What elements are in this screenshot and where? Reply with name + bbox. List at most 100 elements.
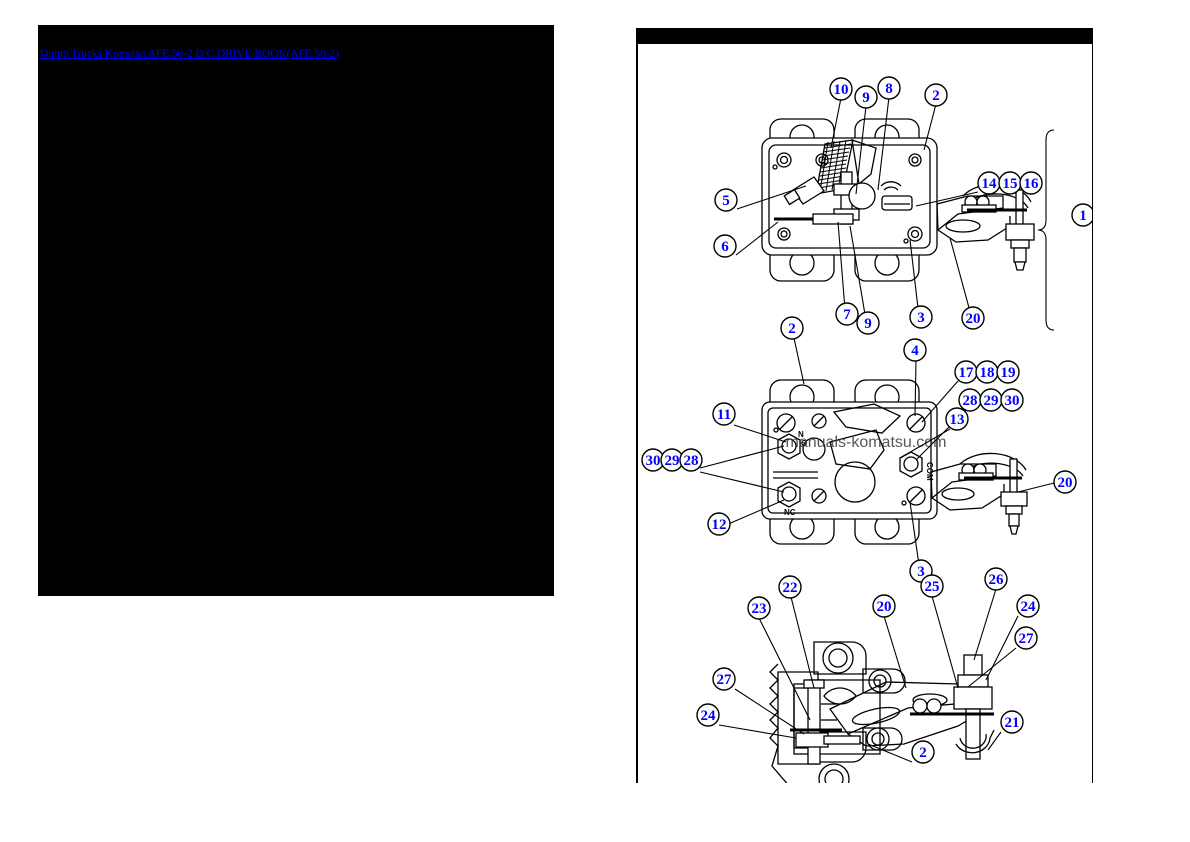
inner-lever-plate (772, 403, 901, 503)
svg-text:13: 13 (949, 412, 964, 428)
callout-13[interactable]: 13 (944, 407, 969, 431)
callout-10[interactable]: 10 (828, 77, 853, 101)
svg-text:N: N (798, 430, 804, 439)
actuator-lever (850, 139, 877, 186)
callout-18[interactable]: 18 (974, 360, 999, 384)
svg-text:2: 2 (788, 321, 796, 337)
svg-text:17: 17 (958, 365, 974, 381)
callout-19[interactable]: 19 (995, 360, 1020, 384)
svg-text:5: 5 (722, 193, 730, 209)
svg-text:7: 7 (843, 307, 851, 323)
bolt-assembly-mid (957, 452, 1028, 535)
svg-text:23: 23 (751, 601, 766, 617)
panel-top-bar (636, 28, 1093, 44)
svg-text:9: 9 (864, 316, 872, 332)
svg-text:3: 3 (917, 310, 925, 326)
group-bracket (1037, 129, 1054, 331)
callout-30a[interactable]: 30 (999, 388, 1024, 412)
terminal-pins-left (773, 176, 854, 225)
image-placeholder (38, 25, 554, 596)
callout-20c[interactable]: 20 (871, 594, 896, 618)
callout-6[interactable]: 6 (712, 234, 737, 258)
svg-text:19: 19 (1000, 365, 1015, 381)
svg-text:8: 8 (885, 81, 893, 97)
contact-block (880, 181, 913, 211)
mount-bosses (812, 641, 906, 783)
document-title-link[interactable]: Dump Trucks Komatsu AFE 50-2 D/C DRIVE B… (40, 48, 339, 60)
callout-balloons-bottom: 22 23 20 25 (695, 567, 1040, 764)
callout-9a[interactable]: 9 (853, 85, 878, 109)
callout-4[interactable]: 4 (902, 338, 927, 362)
callout-21[interactable]: 21 (999, 710, 1024, 734)
callout-24a[interactable]: 24 (1015, 594, 1040, 618)
svg-text:1: 1 (1079, 208, 1087, 224)
callout-26[interactable]: 26 (983, 567, 1008, 591)
callout-2c[interactable]: 2 (910, 740, 935, 764)
callout-7[interactable]: 7 (834, 302, 859, 326)
svg-text:NC: NC (784, 508, 796, 517)
callout-16[interactable]: 16 (1018, 171, 1043, 195)
callout-29a[interactable]: 29 (978, 388, 1003, 412)
callout-20a[interactable]: 20 (960, 306, 985, 330)
callout-28a[interactable]: 28 (957, 388, 982, 412)
svg-text:20: 20 (965, 311, 980, 327)
svg-text:10: 10 (833, 82, 848, 98)
callout-9b[interactable]: 9 (855, 311, 880, 335)
callout-27b[interactable]: 27 (711, 667, 736, 691)
svg-text:29: 29 (664, 453, 679, 469)
callout-28b[interactable]: 28 (678, 448, 703, 472)
svg-text:24: 24 (1020, 599, 1036, 615)
svg-text:12: 12 (711, 517, 726, 533)
callout-12[interactable]: 12 (706, 512, 731, 536)
svg-text:11: 11 (716, 407, 730, 423)
callout-23[interactable]: 23 (746, 596, 771, 620)
svg-text:27: 27 (1018, 631, 1034, 647)
callout-20b[interactable]: 20 (1052, 470, 1077, 494)
callout-2a[interactable]: 2 (923, 83, 948, 107)
bottom-view-group: 22 23 20 25 (695, 567, 1040, 783)
callout-balloons-mid: 2 4 17 18 19 (640, 316, 1077, 583)
callout-8[interactable]: 8 (876, 76, 901, 100)
svg-text:28: 28 (962, 393, 977, 409)
callout-25[interactable]: 25 (919, 574, 944, 598)
callout-5[interactable]: 5 (713, 188, 738, 212)
svg-text:18: 18 (979, 365, 994, 381)
callout-15[interactable]: 15 (997, 171, 1022, 195)
switch-body-mid-inner (766, 407, 932, 514)
svg-text:6: 6 (721, 239, 729, 255)
top-view-group: 10 9 8 2 5 (712, 76, 1092, 335)
svg-text:24: 24 (700, 708, 716, 724)
callout-2b[interactable]: 2 (779, 316, 804, 340)
switch-body-mid (760, 401, 938, 520)
bolt-assembly-top (960, 183, 1035, 271)
svg-text:14: 14 (981, 176, 997, 192)
housing-screws (771, 152, 923, 244)
svg-text:2: 2 (919, 745, 927, 761)
panel-left-border (636, 28, 638, 783)
svg-text:27: 27 (716, 672, 732, 688)
svg-text:30: 30 (1004, 393, 1019, 409)
callout-24b[interactable]: 24 (695, 703, 720, 727)
parts-diagram-svg: 10 9 8 2 5 (640, 76, 1092, 783)
leader-lines-mid (699, 337, 1058, 573)
diagram-canvas: 10 9 8 2 5 (637, 44, 1092, 783)
watermark-text: manuals-komatsu.com (785, 434, 946, 451)
callout-17[interactable]: 17 (953, 360, 978, 384)
svg-text:30: 30 (645, 453, 660, 469)
svg-text:15: 15 (1002, 176, 1017, 192)
svg-text:26: 26 (988, 572, 1004, 588)
callout-3a[interactable]: 3 (908, 305, 933, 329)
switch-body-inner (767, 144, 931, 249)
bolt-assembly-left (789, 679, 861, 765)
callout-14[interactable]: 14 (976, 171, 1001, 195)
leader-lines-bottom (718, 588, 1018, 763)
callout-27a[interactable]: 27 (1013, 626, 1038, 650)
callout-22[interactable]: 22 (777, 575, 802, 599)
callout-11[interactable]: 11 (711, 402, 736, 426)
terminal-com: COM (898, 451, 934, 481)
svg-text:3: 3 (917, 564, 925, 580)
callout-1[interactable]: 1 (1070, 203, 1092, 227)
svg-text:COM: COM (925, 462, 934, 481)
panel-right-border (1091, 28, 1093, 783)
svg-text:20: 20 (876, 599, 891, 615)
